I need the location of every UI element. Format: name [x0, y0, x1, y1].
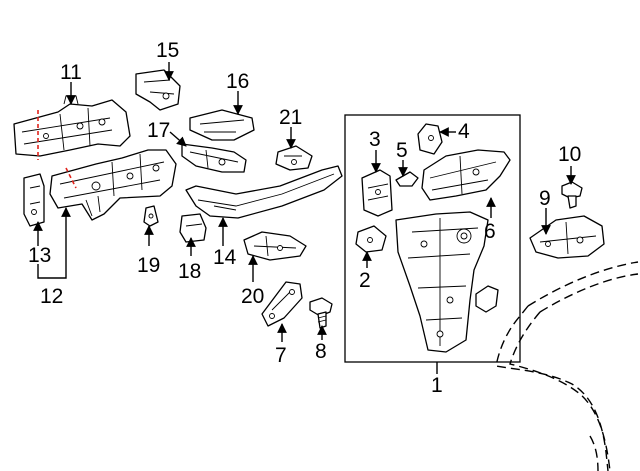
part-12-side-member [49, 149, 177, 221]
callout-labels: 15 11 16 17 21 13 12 19 18 14 20 7 8 3 4… [28, 39, 581, 397]
callout-4: 4 [458, 120, 470, 143]
callout-19: 19 [137, 254, 160, 277]
callout-14: 14 [213, 246, 237, 269]
callout-11: 11 [60, 61, 82, 84]
part-13-bracket [23, 173, 45, 227]
assembly-box-1 [344, 114, 521, 363]
callout-1: 1 [431, 374, 443, 397]
part-14-apron-rail [185, 165, 343, 219]
part-17-reinforcement [181, 143, 247, 173]
callout-6: 6 [484, 220, 496, 243]
part-11-apron-reinforcement [13, 95, 131, 157]
part-15-bracket [135, 69, 181, 111]
cut-line-12 [65, 167, 77, 189]
part-1-sub-bracket [475, 285, 499, 313]
fender-outline [495, 261, 639, 471]
callout-10: 10 [558, 143, 581, 166]
callout-8: 8 [315, 340, 327, 363]
part-1-suspension-tower [395, 211, 489, 353]
leader-12 [37, 207, 71, 279]
part-8-bolt [309, 297, 333, 329]
callout-5: 5 [396, 139, 408, 162]
part-18-block-bracket [179, 213, 207, 243]
callout-18: 18 [178, 260, 201, 283]
part-9-bracket [529, 215, 605, 259]
leader-17 [169, 131, 187, 147]
part-2-bracket [355, 225, 387, 253]
callout-21: 21 [279, 106, 302, 129]
part-21-bracket [275, 145, 313, 171]
part-20-bracket [243, 231, 307, 261]
callout-13: 13 [28, 244, 51, 267]
part-19-clip [143, 205, 159, 227]
callout-12: 12 [40, 285, 63, 308]
callout-7: 7 [275, 344, 287, 367]
part-6-upper-rail [421, 149, 511, 201]
callout-20: 20 [241, 285, 264, 308]
callout-16: 16 [226, 70, 249, 93]
callout-3: 3 [369, 128, 381, 151]
callout-15: 15 [156, 39, 179, 62]
leader-lines [33, 62, 576, 374]
part-10-bolt [561, 181, 583, 209]
part-7-bracket [261, 281, 303, 327]
part-5-clip [395, 171, 419, 187]
callout-2: 2 [359, 269, 371, 292]
part-4-bracket [417, 123, 443, 155]
part-3-bracket [361, 169, 393, 217]
part-16-plate [189, 109, 255, 141]
callout-9: 9 [539, 187, 551, 210]
callout-17: 17 [147, 119, 170, 142]
